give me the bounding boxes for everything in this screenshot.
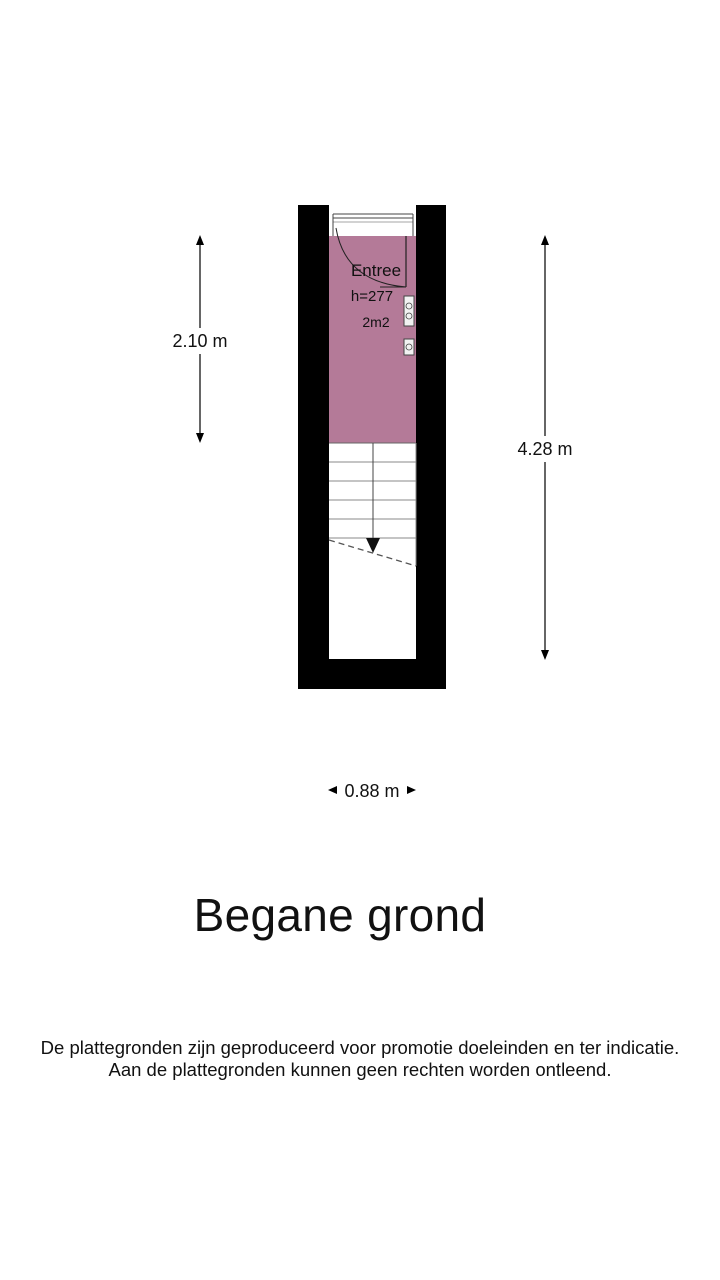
dimension-bottom-label: 0.88 m: [344, 781, 399, 801]
entrance-opening: [329, 205, 416, 236]
disclaimer-line-1: De plattegronden zijn geproduceerd voor …: [40, 1037, 680, 1058]
door-swing: [335, 227, 407, 288]
room-area: 2m2: [362, 314, 389, 330]
dimension-bottom: 0.88 m: [328, 781, 416, 801]
meter-box-icon: [403, 295, 415, 327]
room-name: Entree: [351, 261, 401, 280]
disclaimer-line-2: Aan de plattegronden kunnen geen rechten…: [108, 1059, 612, 1080]
room-entree: [329, 236, 416, 443]
dimension-right-label: 4.28 m: [517, 439, 572, 459]
floor-title: Begane grond: [193, 889, 487, 941]
staircase: [328, 442, 417, 567]
dimension-left: 2.10 m: [165, 235, 237, 443]
stair-direction-arrow-icon: [366, 538, 380, 553]
room-height: h=277: [351, 288, 393, 305]
disclaimer: De plattegronden zijn geproduceerd voor …: [0, 1037, 720, 1081]
socket-icon: [403, 338, 415, 356]
dimension-left-label: 2.10 m: [172, 331, 227, 351]
dimension-right: 4.28 m: [510, 235, 582, 660]
